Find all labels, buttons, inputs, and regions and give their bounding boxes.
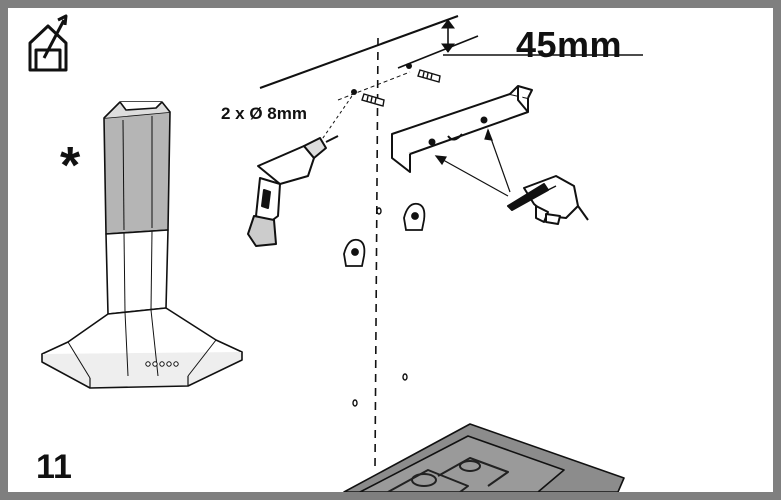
hole-guide-line bbox=[337, 71, 411, 101]
drill-hole-right bbox=[406, 63, 412, 69]
dimension-label: 45mm bbox=[516, 24, 623, 65]
marking-arrows bbox=[434, 128, 511, 197]
keyhole-bracket-right bbox=[403, 202, 426, 231]
house-with-arrow-icon bbox=[28, 14, 68, 72]
screw-holes bbox=[352, 207, 408, 407]
drill-size-label: 2 x Ø 8mm bbox=[221, 104, 307, 123]
dimension-arrow bbox=[441, 19, 455, 53]
drill-leader bbox=[315, 95, 353, 149]
wall-plug-left bbox=[361, 93, 385, 107]
hand-pencil-icon bbox=[507, 175, 589, 225]
ceiling-edge bbox=[259, 15, 643, 89]
power-drill-icon bbox=[247, 135, 339, 247]
step-number: 11 bbox=[36, 448, 72, 486]
drill-hole-left bbox=[351, 89, 357, 95]
wall-bracket-icon bbox=[391, 85, 533, 173]
asterisk-note-symbol: * bbox=[60, 137, 81, 195]
center-line bbox=[374, 37, 379, 469]
keyhole-bracket-left bbox=[343, 238, 366, 267]
wall-plug-right bbox=[417, 69, 441, 83]
chimney-hood-icon bbox=[41, 101, 243, 389]
installation-diagram bbox=[28, 14, 643, 492]
cooktop-icon bbox=[343, 423, 625, 492]
